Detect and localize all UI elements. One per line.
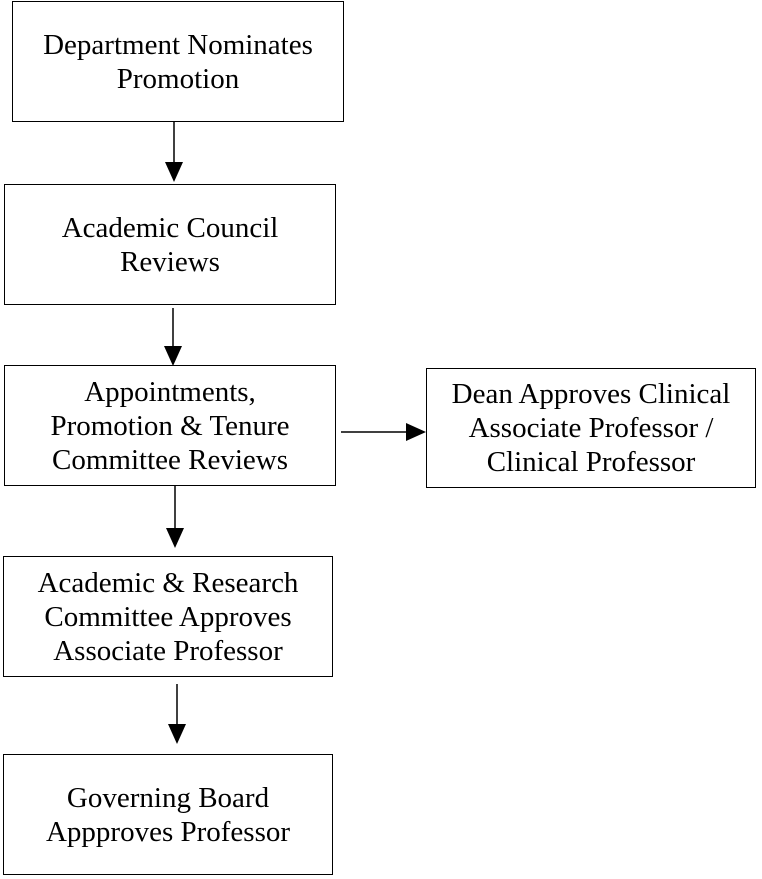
node-label-line: Associate Professor / — [468, 412, 714, 444]
node-academic-council: Academic Council Reviews — [4, 184, 336, 305]
node-label-line: Academic & Research — [37, 566, 299, 599]
node-label-line: Committee Reviews — [52, 443, 288, 476]
arrowhead-apt-to-dean — [406, 423, 426, 441]
node-governing-board: Governing Board Appproves Professor — [3, 754, 333, 875]
node-label-line: Department Nominates — [43, 28, 313, 61]
node-academic-research: Academic & Research Committee Approves A… — [3, 556, 333, 677]
node-label-line: Clinical Professor — [486, 446, 696, 478]
node-label-line: Promotion & Tenure — [50, 409, 290, 442]
node-apt-committee: Appointments, Promotion & Tenure Committ… — [4, 365, 336, 486]
node-label-line: Appointments, — [84, 375, 256, 408]
arrowhead-council-to-apt — [164, 346, 182, 366]
node-dean-approves: Dean Approves Clinical Associate Profess… — [426, 368, 756, 488]
arrowhead-research-to-board — [168, 724, 186, 744]
node-department-nominates: Department Nominates Promotion — [12, 1, 344, 122]
node-label-line: Dean Approves Clinical — [451, 378, 731, 410]
node-label-line: Committee Approves — [44, 600, 292, 633]
node-label-line: Associate Professor — [53, 634, 283, 667]
node-label-line: Appproves Professor — [45, 815, 291, 848]
node-label-line: Reviews — [120, 245, 220, 278]
node-label-line: Governing Board — [66, 781, 270, 814]
node-label-line: Academic Council — [61, 211, 279, 244]
node-label-line: Promotion — [116, 62, 240, 95]
arrowhead-department-to-council — [165, 162, 183, 182]
arrowhead-apt-to-research — [166, 528, 184, 548]
